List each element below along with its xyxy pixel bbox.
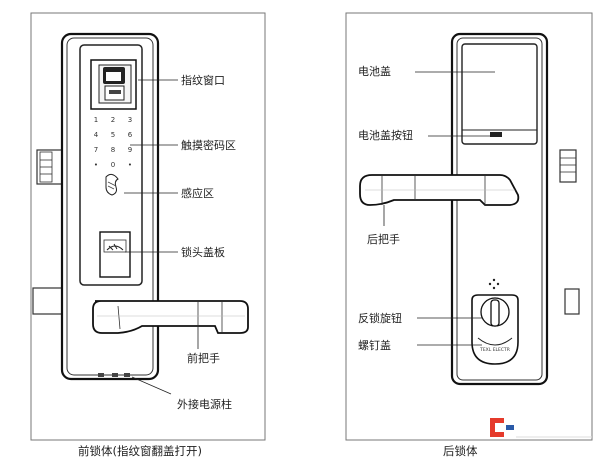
label-fingerprint-window: 指纹窗口 xyxy=(181,74,225,87)
label-knob: 反锁旋钮 xyxy=(358,312,402,325)
label-lock-cover: 锁头盖板 xyxy=(181,246,225,259)
keypad-key: 0 xyxy=(111,161,115,169)
keypad-key: • xyxy=(94,161,98,169)
label-screw-cover: 螺钉盖 xyxy=(358,339,391,352)
brand-logo xyxy=(490,418,592,438)
front-lock-body xyxy=(32,32,249,381)
front-keypad: 1 2 3 4 5 6 7 8 9 • 0 • xyxy=(94,116,133,169)
back-caption: 后锁体 xyxy=(443,444,478,458)
back-leader-lines xyxy=(383,71,495,346)
label-rear-handle: 后把手 xyxy=(367,233,400,246)
label-sensor-area: 感应区 xyxy=(181,187,214,200)
label-battery-button: 电池盖按钮 xyxy=(358,129,413,142)
back-panel-frame xyxy=(345,12,593,441)
keypad-key: • xyxy=(128,161,132,169)
front-leader-lines xyxy=(124,79,199,395)
keypad-key: 9 xyxy=(128,146,132,154)
label-battery-cover: 电池盖 xyxy=(358,65,391,78)
label-front-handle: 前把手 xyxy=(187,352,220,365)
front-panel-frame xyxy=(30,12,266,441)
keypad-key: 5 xyxy=(111,131,115,139)
svg-text:TEXL ELECTR: TEXL ELECTR xyxy=(479,347,510,353)
keypad-key: 1 xyxy=(94,116,98,124)
keypad-key: 7 xyxy=(94,146,98,154)
front-caption: 前锁体(指纹窗翻盖打开) xyxy=(78,444,202,458)
label-touch-keypad: 触摸密码区 xyxy=(181,139,236,152)
keypad-key: 4 xyxy=(94,131,99,139)
label-external-power: 外接电源柱 xyxy=(177,398,232,411)
keypad-key: 2 xyxy=(111,116,115,124)
keypad-key: 6 xyxy=(128,131,133,139)
back-lock-body: TEXL ELECTR xyxy=(359,32,580,386)
keypad-key: 8 xyxy=(111,146,115,154)
keypad-key: 3 xyxy=(128,116,132,124)
